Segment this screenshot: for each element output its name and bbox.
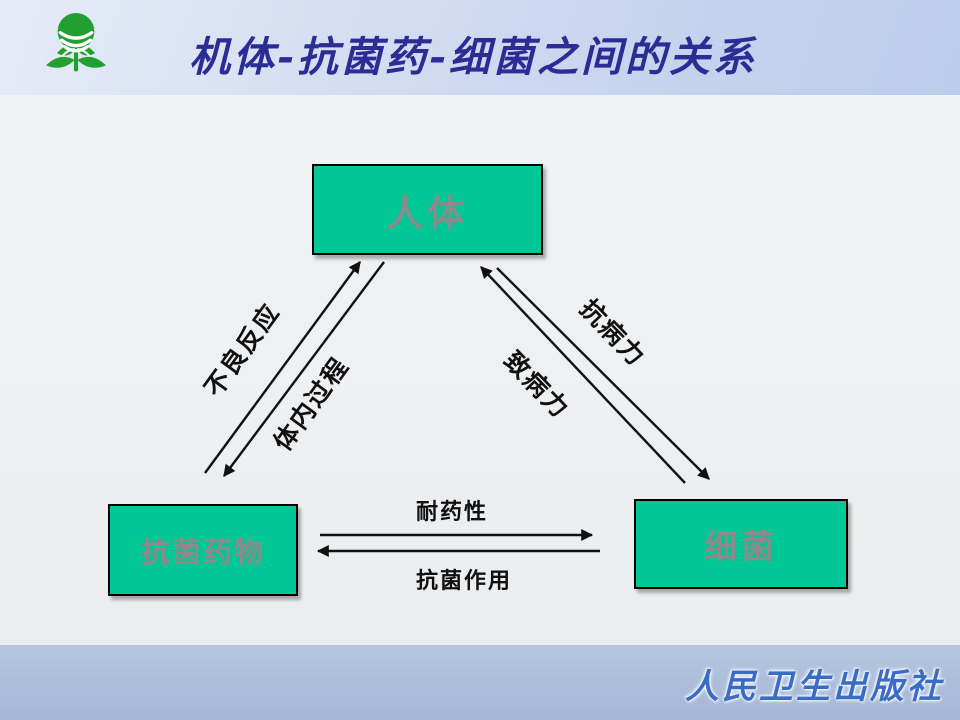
slide-title: 机体-抗菌药-细菌之间的关系 xyxy=(188,33,758,81)
edge-label-antibacterial-action: 抗菌作用 xyxy=(415,568,513,594)
node-bacteria-label: 细菌 xyxy=(704,527,778,566)
edge-label-drug-resistance: 耐药性 xyxy=(415,499,489,525)
slide-footer: 人民卫生出版社 xyxy=(0,645,960,720)
publisher-plant-logo-icon xyxy=(46,13,106,72)
slide-header: 机体-抗菌药-细菌之间的关系 xyxy=(0,0,960,95)
node-bacteria: 细菌 xyxy=(634,499,848,589)
node-antibacterial-drug-label: 抗菌药物 xyxy=(140,535,265,569)
edge-label-in-vivo-process: 体内过程 xyxy=(267,351,355,457)
node-human-body-label: 人体 xyxy=(386,190,469,235)
node-antibacterial-drug: 抗菌药物 xyxy=(108,504,298,596)
edge-label-pathogenicity: 致病力 xyxy=(498,345,576,425)
node-human-body: 人体 xyxy=(312,164,543,255)
edge-label-disease-resistance: 抗病力 xyxy=(574,293,652,373)
publisher-name: 人民卫生出版社 xyxy=(685,666,944,707)
edge-label-adverse-reaction: 不良反应 xyxy=(198,297,286,403)
